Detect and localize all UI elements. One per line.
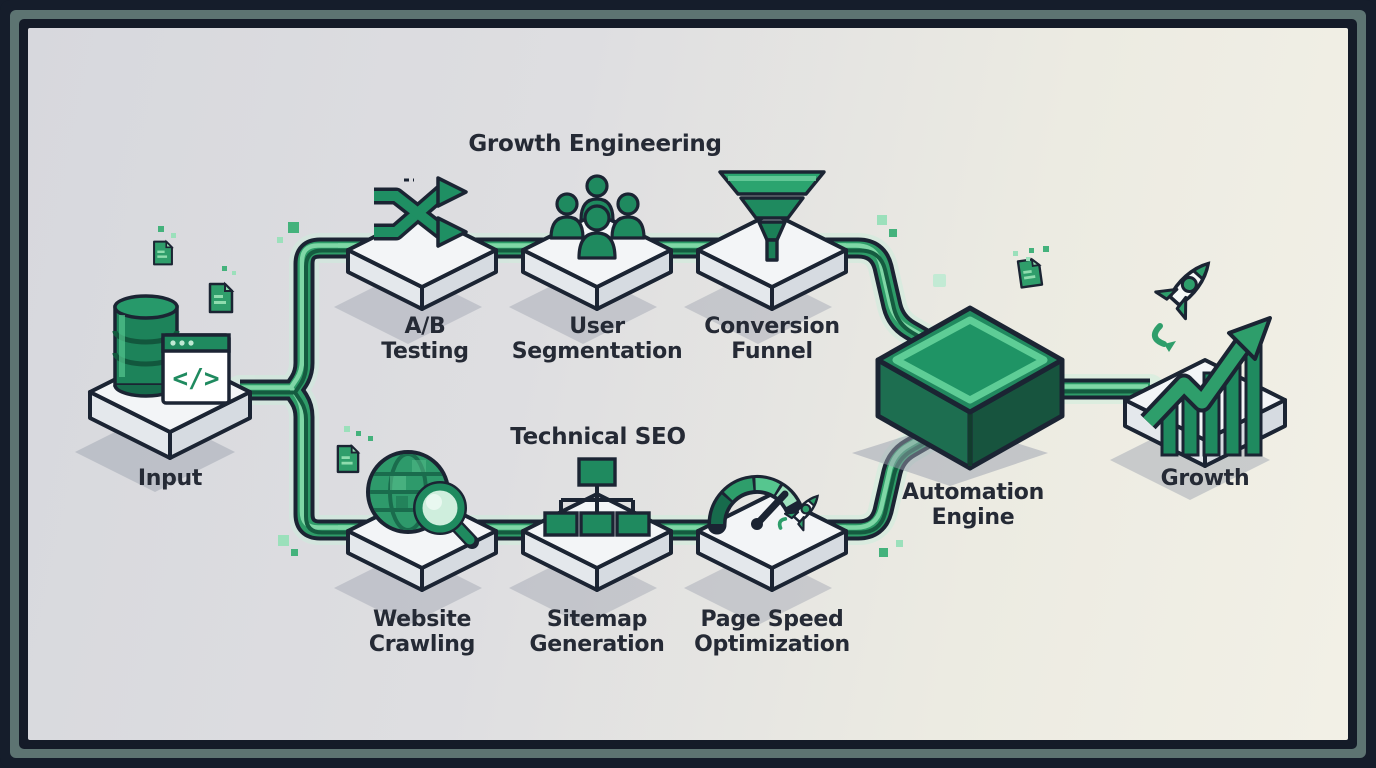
file-decoration-icon [1016,257,1044,289]
database-code-icon: </> [112,294,231,405]
sparkle [1029,248,1034,253]
website-crawling-label: Website Crawling [368,607,476,657]
globe-magnifier-icon [366,450,479,549]
sparkle [344,426,350,432]
sparkle [277,237,283,243]
sparkle [171,233,176,238]
ab-testing-label: A/B Testing [381,314,469,364]
file-decoration-icon [336,443,361,474]
file-decoration-icon [208,281,235,314]
mini-rocket-icon [777,494,819,532]
user-segmentation-label: User Segmentation [511,314,683,364]
sparkle [1026,257,1030,261]
sparkle [879,548,888,557]
growth-engineering-title: Growth Engineering [468,131,722,157]
automation-engine-label: Automation Engine [902,480,1044,530]
sparkle [356,431,361,436]
sitemap-generation-label: Sitemap Generation [529,607,665,657]
platform [509,492,673,625]
user-group-icon [549,174,646,260]
conversion-funnel-label: Conversion Funnel [704,314,840,364]
svg-text:</>: </> [173,364,220,394]
sparkle [232,271,236,275]
input-label: Input [137,466,203,491]
sparkle [158,226,164,232]
sparkle [1013,251,1018,256]
technical-seo-title: Technical SEO [510,424,686,450]
up-arrow [1140,316,1272,430]
rocket-icon [1154,261,1211,321]
sparkle [288,222,299,233]
sitemap-tree-icon [543,457,651,537]
green-cube-icon [852,305,1065,486]
speedometer-rocket-icon [707,474,819,535]
bar-chart-rocket-icon [1140,261,1272,457]
magnifier-icon [413,481,479,549]
platform [684,211,848,344]
shuffle-arrows-icon [374,176,468,248]
growth-label: Growth [1160,466,1250,491]
sparkle [877,215,887,225]
sparkle [278,535,289,546]
sparkle [291,549,298,556]
sparkle [1043,246,1049,252]
code-window-icon: </> [161,333,231,405]
sparkle [896,540,903,547]
sparkle [222,266,227,271]
sparkle [933,274,946,287]
page-speed-label: Page Speed Optimization [694,607,850,657]
sparkle [368,436,373,441]
file-decoration-icon [153,239,174,266]
sparkle [889,229,897,237]
funnel-icon [718,170,826,262]
